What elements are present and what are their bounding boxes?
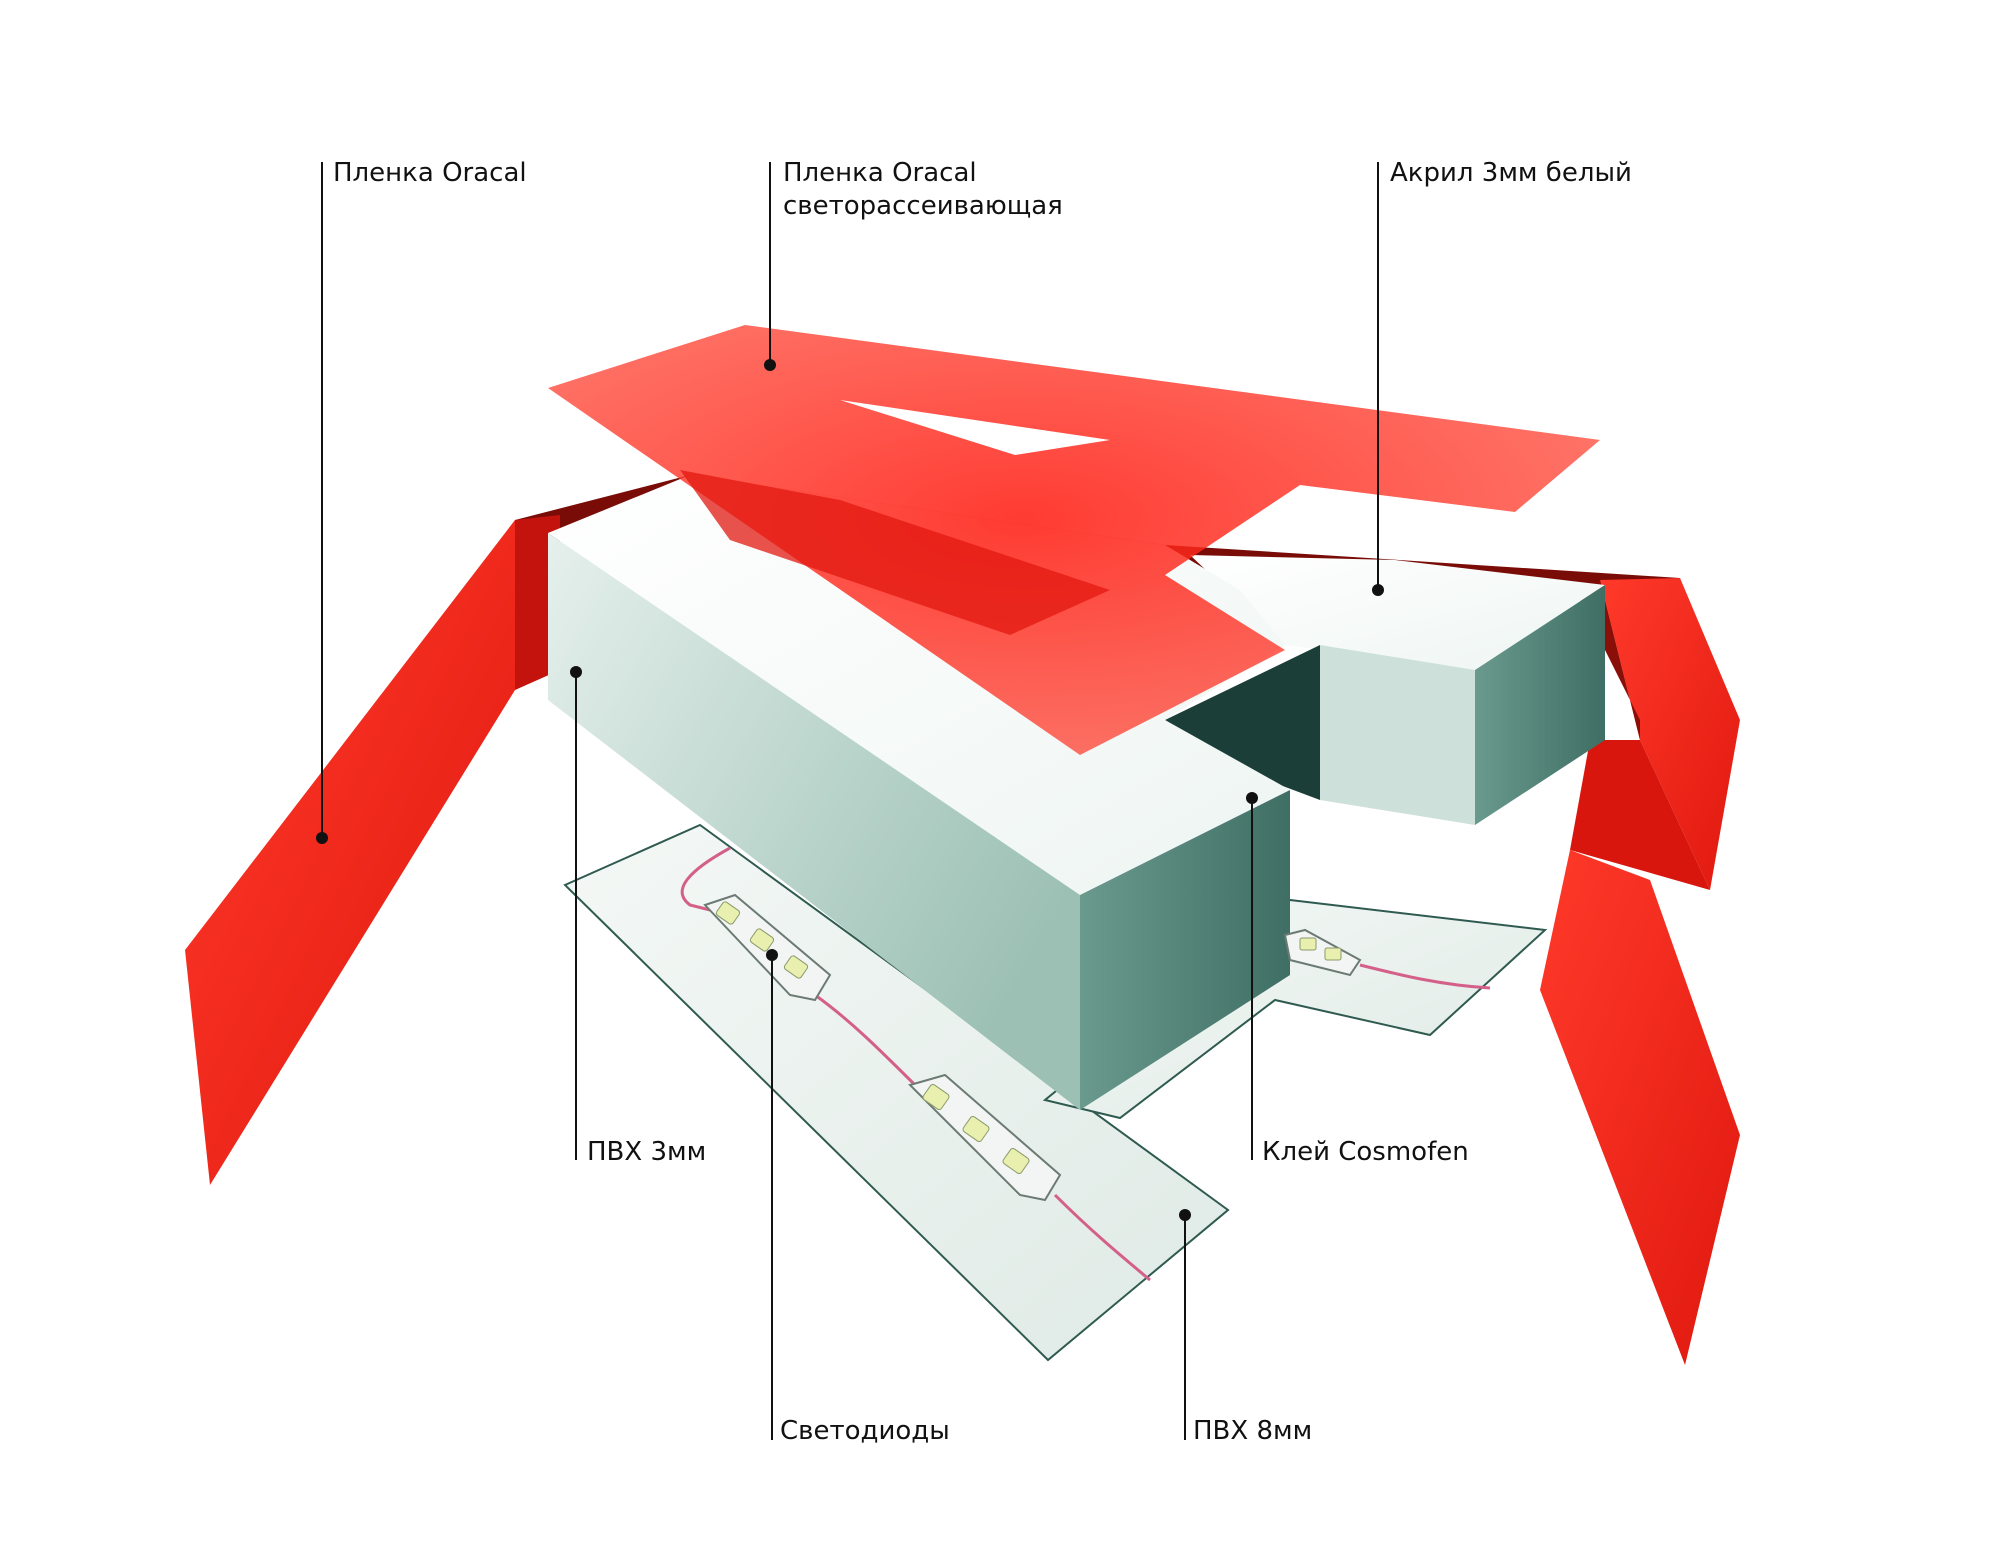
leader-lines — [321, 162, 1379, 1440]
red-band-left — [185, 520, 515, 1185]
small-block-front — [1320, 645, 1475, 825]
red-band-right-mid — [1570, 740, 1710, 890]
label-acrylic: Акрил 3мм белый — [1390, 158, 1632, 188]
led-wire-right — [1053, 1193, 1151, 1282]
led-wire-far — [1359, 963, 1491, 990]
main-block-front — [548, 533, 1080, 1110]
led-module-1 — [703, 893, 832, 1002]
label-oracal-diffuse-1: Пленка Oracal — [783, 158, 977, 188]
dot-glue — [1246, 792, 1258, 804]
label-pvc-8mm: ПВХ 8мм — [1193, 1416, 1313, 1446]
small-block-side — [1475, 585, 1605, 825]
dot-pvc8 — [1179, 1209, 1191, 1221]
oracal-diffuse-letter — [548, 325, 1600, 755]
small-block-top — [1190, 555, 1605, 670]
dot-oracal — [316, 832, 328, 844]
acrylic-small-block — [1165, 555, 1605, 825]
label-leds: Светодиоды — [780, 1416, 950, 1446]
led-strip-left — [680, 846, 1151, 1282]
red-band-right-top — [1600, 578, 1740, 890]
label-glue: Клей Cosmofen — [1262, 1137, 1469, 1167]
dot-pvc3 — [570, 666, 582, 678]
red-band-right-bottom — [1540, 850, 1740, 1365]
led-wire-link — [814, 993, 922, 1092]
leader-dots — [316, 359, 1384, 1221]
base-plate-right — [1042, 898, 1548, 1120]
main-block-side — [1080, 790, 1290, 1110]
pvc-8mm-base-plate — [563, 823, 1548, 1362]
dot-acrylic — [1372, 584, 1384, 596]
small-block-inner — [1165, 645, 1320, 800]
dot-diffuse — [764, 359, 776, 371]
base-plate-left — [563, 823, 1230, 1362]
led-module-2 — [908, 1073, 1062, 1202]
label-oracal-diffuse-2: светорассеивающая — [783, 191, 1063, 221]
label-pvc-3mm: ПВХ 3мм — [587, 1137, 707, 1167]
dot-leds — [766, 949, 778, 961]
led-wire-left — [680, 846, 731, 912]
letter-a-crossbar — [680, 470, 1110, 635]
led-strip-right — [1283, 928, 1491, 990]
letter-a-shape — [548, 325, 1600, 755]
label-oracal-film: Пленка Oracal — [333, 158, 527, 188]
